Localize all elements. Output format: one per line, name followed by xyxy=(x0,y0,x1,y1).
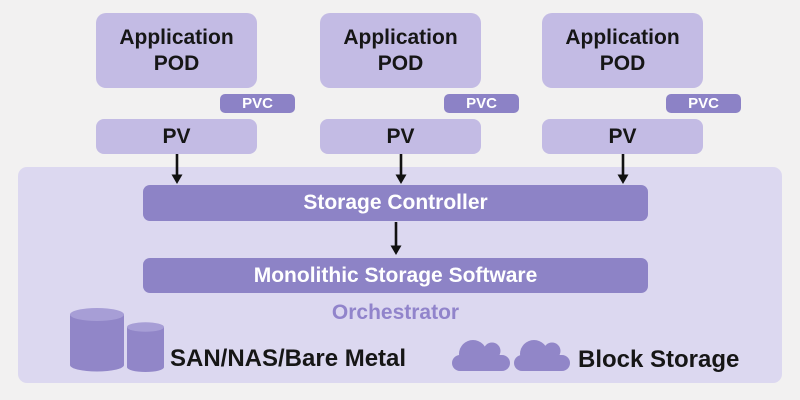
pv-label: PV xyxy=(608,124,637,148)
application-pod-label: Application POD xyxy=(565,26,680,75)
pv-box: PV xyxy=(96,119,257,154)
application-pod-box: Application POD xyxy=(320,13,481,88)
storage-controller-label: Storage Controller xyxy=(303,191,488,214)
storage-controller-bar: Storage Controller xyxy=(143,185,648,221)
arrow-down-icon xyxy=(395,154,406,184)
app-pod-column-2: Application POD PVC PV xyxy=(320,0,519,190)
block-storage-label: Block Storage xyxy=(578,346,740,373)
application-pod-box: Application POD xyxy=(542,13,703,88)
arrow-down-icon xyxy=(390,222,402,255)
monolithic-storage-software-label: Monolithic Storage Software xyxy=(253,263,538,287)
clouds-icon xyxy=(452,340,570,371)
pvc-badge: PVC xyxy=(220,94,295,113)
pv-box: PV xyxy=(320,119,481,154)
application-pod-label: Application POD xyxy=(119,26,234,75)
pvc-badge: PVC xyxy=(666,94,741,113)
orchestrator-label: Orchestrator xyxy=(331,301,460,324)
application-pod-label: Application POD xyxy=(343,26,458,75)
app-pod-column-1: Application POD PVC PV xyxy=(96,0,295,190)
pv-box: PV xyxy=(542,119,703,154)
monolithic-storage-software-bar: Monolithic Storage Software xyxy=(143,258,648,293)
pv-label: PV xyxy=(162,124,191,148)
storage-cylinders-icon xyxy=(70,308,164,372)
pvc-badge: PVC xyxy=(444,94,519,113)
app-pod-column-3: Application POD PVC PV xyxy=(542,0,741,190)
pv-label: PV xyxy=(386,124,415,148)
arrow-down-icon xyxy=(617,154,628,184)
application-pod-box: Application POD xyxy=(96,13,257,88)
san-nas-bare-metal-label: SAN/NAS/Bare Metal xyxy=(170,345,407,372)
arrow-down-icon xyxy=(171,154,182,184)
